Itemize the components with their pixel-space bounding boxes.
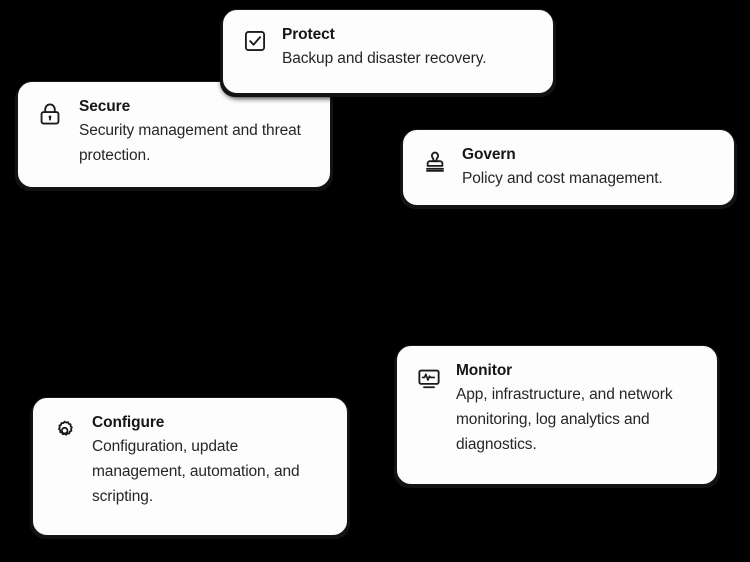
card-configure-title: Configure bbox=[92, 414, 165, 431]
card-govern-description: Policy and cost management. bbox=[462, 170, 663, 187]
monitor-pulse-icon bbox=[414, 364, 444, 394]
padlock-icon bbox=[35, 99, 65, 129]
card-secure-description: Security management and threat protectio… bbox=[79, 122, 301, 164]
card-monitor-description: App, infrastructure, and network monitor… bbox=[456, 386, 673, 453]
card-protect-text: Protect Backup and disaster recovery. bbox=[282, 24, 537, 71]
card-monitor-text: Monitor App, infrastructure, and network… bbox=[456, 360, 701, 457]
card-configure[interactable]: Configure Configuration, update manageme… bbox=[32, 397, 348, 536]
card-govern-title: Govern bbox=[462, 146, 516, 163]
card-configure-text: Configure Configuration, update manageme… bbox=[92, 412, 331, 509]
card-protect[interactable]: Protect Backup and disaster recovery. bbox=[222, 9, 554, 94]
card-monitor-title: Monitor bbox=[456, 362, 513, 379]
card-protect-title: Protect bbox=[282, 26, 335, 43]
card-configure-description: Configuration, update management, automa… bbox=[92, 438, 300, 505]
stamp-icon bbox=[420, 146, 450, 176]
card-secure-text: Secure Security management and threat pr… bbox=[79, 96, 314, 168]
gear-icon bbox=[50, 415, 80, 445]
card-secure[interactable]: Secure Security management and threat pr… bbox=[17, 81, 331, 188]
card-protect-description: Backup and disaster recovery. bbox=[282, 50, 487, 67]
checkbox-checked-icon bbox=[240, 26, 270, 56]
card-monitor[interactable]: Monitor App, infrastructure, and network… bbox=[396, 345, 718, 485]
card-govern-text: Govern Policy and cost management. bbox=[462, 144, 718, 191]
card-govern[interactable]: Govern Policy and cost management. bbox=[402, 129, 735, 206]
card-secure-title: Secure bbox=[79, 98, 131, 115]
